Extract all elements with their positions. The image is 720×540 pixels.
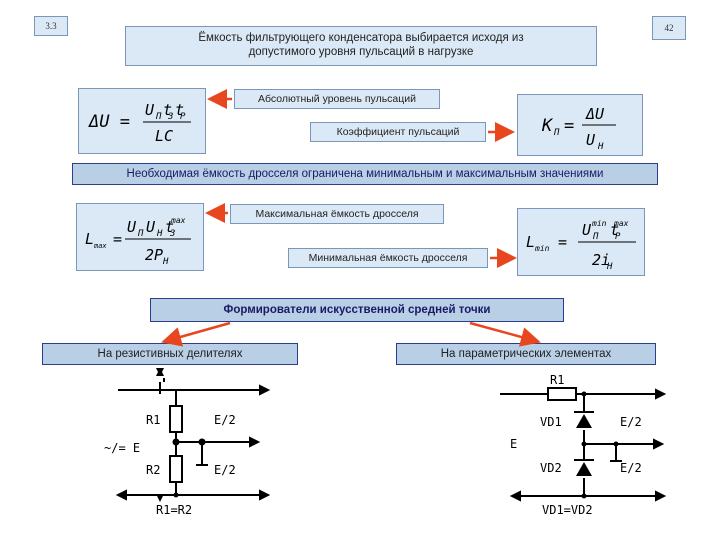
left-caption: R1=R2 bbox=[156, 503, 192, 517]
resistive-divider-circuit: R1 R2 E/2 E/2 ~/= E R1=R2 bbox=[104, 368, 271, 517]
formula-l-max: L max = U П U Н t З max 2P Н bbox=[76, 203, 204, 271]
arrow-header-to-resistive bbox=[161, 321, 231, 347]
section-number: 3.3 bbox=[34, 16, 68, 36]
svg-text:U: U bbox=[127, 218, 137, 236]
svg-text:П: П bbox=[592, 232, 599, 242]
left-out-bottom-label: E/2 bbox=[214, 463, 236, 477]
svg-text:Н: Н bbox=[606, 262, 613, 272]
svg-text:З: З bbox=[169, 229, 175, 239]
formula-delta-u-svg: ΔU = U П t З t Р LC bbox=[88, 101, 191, 145]
midpoint-header: Формирователи искусственной средней точк… bbox=[150, 298, 564, 322]
svg-text:t: t bbox=[165, 218, 174, 236]
right-out-top-label: E/2 bbox=[620, 415, 642, 429]
svg-text:min: min bbox=[591, 219, 607, 228]
right-r1-label: R1 bbox=[550, 373, 564, 387]
svg-text:Н: Н bbox=[156, 229, 163, 239]
label-min-choke: Минимальная ёмкость дросселя bbox=[288, 248, 488, 268]
label-ripple-coefficient: Коэффициент пульсаций bbox=[310, 122, 486, 142]
svg-text:П: П bbox=[553, 128, 560, 138]
label-absolute-ripple: Абсолютный уровень пульсаций bbox=[234, 89, 440, 109]
svg-text:L: L bbox=[85, 230, 94, 248]
svg-text:LC: LC bbox=[155, 127, 173, 145]
title-line-2: допустимого уровня пульсаций в нагрузке bbox=[248, 46, 474, 58]
svg-text:U: U bbox=[145, 101, 155, 119]
formula-kp-svg: K П = ΔU U Н bbox=[541, 105, 616, 152]
svg-text:=: = bbox=[113, 230, 122, 248]
svg-text:Р: Р bbox=[615, 232, 621, 242]
slide-title: Ёмкость фильтрующего конденсатора выбира… bbox=[125, 26, 597, 66]
left-out-top-label: E/2 bbox=[214, 413, 236, 427]
vd1-diode-icon bbox=[576, 414, 592, 428]
r1-label: R1 bbox=[146, 413, 160, 427]
svg-text:Р: Р bbox=[180, 112, 186, 122]
page-number: 42 bbox=[652, 16, 686, 40]
formula-l-max-svg: L max = U П U Н t З max 2P Н bbox=[85, 216, 191, 267]
category-parametric: На параметрических элементах bbox=[396, 343, 656, 365]
right-out-bottom-label: E/2 bbox=[620, 461, 642, 475]
svg-text:Н: Н bbox=[162, 257, 169, 267]
svg-text:2P: 2P bbox=[145, 246, 163, 264]
formula-kp: K П = ΔU U Н bbox=[517, 94, 643, 156]
svg-text:U: U bbox=[586, 131, 596, 149]
svg-text:ΔU: ΔU bbox=[585, 105, 605, 123]
svg-text:t: t bbox=[163, 101, 172, 119]
right-source-label: E bbox=[510, 437, 517, 451]
svg-text:t: t bbox=[175, 101, 184, 119]
svg-text:max: max bbox=[170, 216, 186, 225]
svg-text:U: U bbox=[582, 221, 592, 239]
vd1-label: VD1 bbox=[540, 415, 562, 429]
arrow-header-to-parametric bbox=[469, 321, 541, 347]
svg-text:ΔU =: ΔU = bbox=[88, 112, 130, 132]
vd2-diode-icon bbox=[576, 462, 592, 476]
formula-l-min-svg: L min = U П min t Р max 2i Н bbox=[526, 219, 636, 272]
parametric-circuit: R1 VD1 VD2 E/2 E/2 E VD1=VD2 bbox=[500, 373, 667, 517]
left-source-label: ~/= E bbox=[104, 441, 140, 455]
svg-text:2i: 2i bbox=[592, 251, 610, 269]
svg-text:U: U bbox=[146, 218, 156, 236]
svg-text:max: max bbox=[93, 242, 107, 250]
svg-text:П: П bbox=[137, 229, 144, 239]
svg-text:max: max bbox=[613, 219, 629, 228]
formula-l-min: L min = U П min t Р max 2i Н bbox=[517, 208, 645, 276]
svg-text:t: t bbox=[610, 221, 619, 239]
svg-text:Н: Н bbox=[597, 142, 604, 152]
label-max-choke: Максимальная ёмкость дросселя bbox=[230, 204, 444, 224]
r2-label: R2 bbox=[146, 463, 160, 477]
formula-delta-u: ΔU = U П t З t Р LC bbox=[78, 88, 206, 154]
svg-text:П: П bbox=[155, 112, 162, 122]
right-caption: VD1=VD2 bbox=[542, 503, 593, 517]
category-resistive: На резистивных делителях bbox=[42, 343, 298, 365]
svg-text:=: = bbox=[564, 116, 574, 136]
choke-capacity-note: Необходимая ёмкость дросселя ограничена … bbox=[72, 163, 658, 185]
svg-text:=: = bbox=[558, 233, 567, 251]
svg-text:K: K bbox=[541, 116, 554, 136]
title-line-1: Ёмкость фильтрующего конденсатора выбира… bbox=[198, 32, 524, 44]
vd2-label: VD2 bbox=[540, 461, 562, 475]
svg-text:min: min bbox=[534, 244, 550, 253]
svg-text:L: L bbox=[526, 233, 535, 251]
svg-text:З: З bbox=[167, 112, 173, 122]
